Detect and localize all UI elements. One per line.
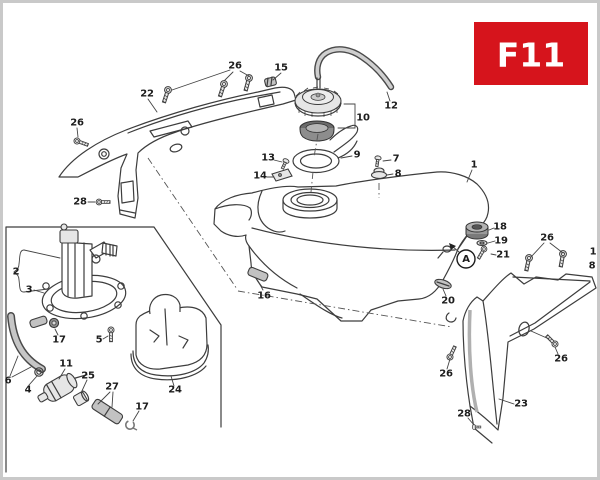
part-callout-25-26[interactable]: 25 (81, 371, 95, 382)
part-callout-10-5[interactable]: 10 (356, 113, 370, 124)
page-code-badge: F11 (474, 22, 588, 85)
part-callout-8-8[interactable]: 8 (395, 169, 402, 180)
part-callout-1-12[interactable]: 1 (471, 160, 478, 171)
assembly-axis-lines (147, 133, 453, 328)
part-callout-21-15[interactable]: 21 (496, 250, 510, 261)
part-callout-3-20[interactable]: 3 (26, 285, 33, 296)
rubber-mount-part-18 (465, 221, 489, 240)
tank-screw-part-7 (373, 155, 382, 168)
detail-arrowhead (449, 243, 456, 250)
part-callout-2-19[interactable]: 2 (13, 267, 20, 278)
part-callout-1-34[interactable]: 1 (590, 247, 597, 258)
part-callout-15-1[interactable]: 15 (274, 63, 288, 74)
filler-neck-part-9 (292, 124, 359, 174)
clamp-part-17b (125, 419, 138, 431)
part-callout-20-18[interactable]: 20 (441, 296, 455, 307)
hose-part-27 (91, 398, 124, 425)
fuel-tank-cover-part-22 (58, 86, 297, 219)
pump-grommet-part-17 (48, 317, 60, 329)
part-callout-26-3[interactable]: 26 (70, 118, 84, 129)
part-callout-12-4[interactable]: 12 (384, 101, 398, 112)
part-callout-19-14[interactable]: 19 (494, 236, 508, 247)
part-callout-26-31[interactable]: 26 (554, 354, 568, 365)
pump-detail-inset-box (5, 226, 222, 473)
canister-part-24 (130, 293, 209, 381)
part-callout-17-21[interactable]: 17 (52, 335, 66, 346)
part-callout-18-13[interactable]: 18 (493, 222, 507, 233)
leader-lines (9, 69, 564, 426)
o-ring-part-4 (34, 367, 44, 377)
part-callout-7-7[interactable]: 7 (393, 154, 400, 165)
part-callout-9-6[interactable]: 9 (354, 150, 361, 161)
part-callout-14-10[interactable]: 14 (253, 171, 267, 182)
detail-marker-label[interactable]: A (462, 254, 470, 265)
neck-screw-part-13 (279, 157, 291, 171)
part-callout-16-17[interactable]: 16 (257, 291, 271, 302)
part-callout-17-28[interactable]: 17 (135, 402, 149, 413)
part-callout-28-33[interactable]: 28 (457, 409, 471, 420)
badge-code: F11 (497, 36, 565, 75)
badge-background (474, 22, 588, 85)
part-callout-24-29[interactable]: 24 (168, 385, 182, 396)
clip-part-20 (434, 278, 452, 290)
part-callout-5-22[interactable]: 5 (96, 335, 103, 346)
detail-marker-circle[interactable] (456, 249, 476, 269)
pad-part-16 (247, 266, 269, 282)
flange-bolt-part-5 (107, 326, 115, 343)
part-callout-26-0[interactable]: 26 (228, 61, 242, 72)
part-callout-22-2[interactable]: 22 (140, 89, 154, 100)
part-callout-4-24[interactable]: 4 (25, 385, 32, 396)
washer-part-19 (476, 239, 488, 247)
part-callout-6-23[interactable]: 6 (5, 376, 12, 387)
fuel-hose-part-6 (7, 312, 48, 373)
breather-hose-part-12 (314, 46, 395, 91)
spacer-part-25 (72, 390, 90, 407)
cap-seal-gasket (299, 120, 335, 142)
tank-grommet-part-8 (370, 167, 388, 179)
part-callout-26-30[interactable]: 26 (439, 369, 453, 380)
part-callout-11-25[interactable]: 11 (59, 359, 73, 370)
fuel-cap-part-10 (294, 77, 342, 117)
fuel-pump-assembly-parts-2-3 (41, 223, 127, 320)
part-callout-26-16[interactable]: 26 (540, 233, 554, 244)
part-callout-8-35[interactable]: 8 (589, 261, 596, 272)
neck-plate-part-14 (271, 168, 293, 182)
part-callout-13-9[interactable]: 13 (261, 153, 275, 164)
mount-bolt-part-21 (475, 244, 489, 261)
part-callout-27-27[interactable]: 27 (105, 382, 119, 393)
part-callout-23-32[interactable]: 23 (514, 399, 528, 410)
part-callout-28-11[interactable]: 28 (73, 197, 87, 208)
fuel-filter-part-11 (37, 372, 88, 403)
